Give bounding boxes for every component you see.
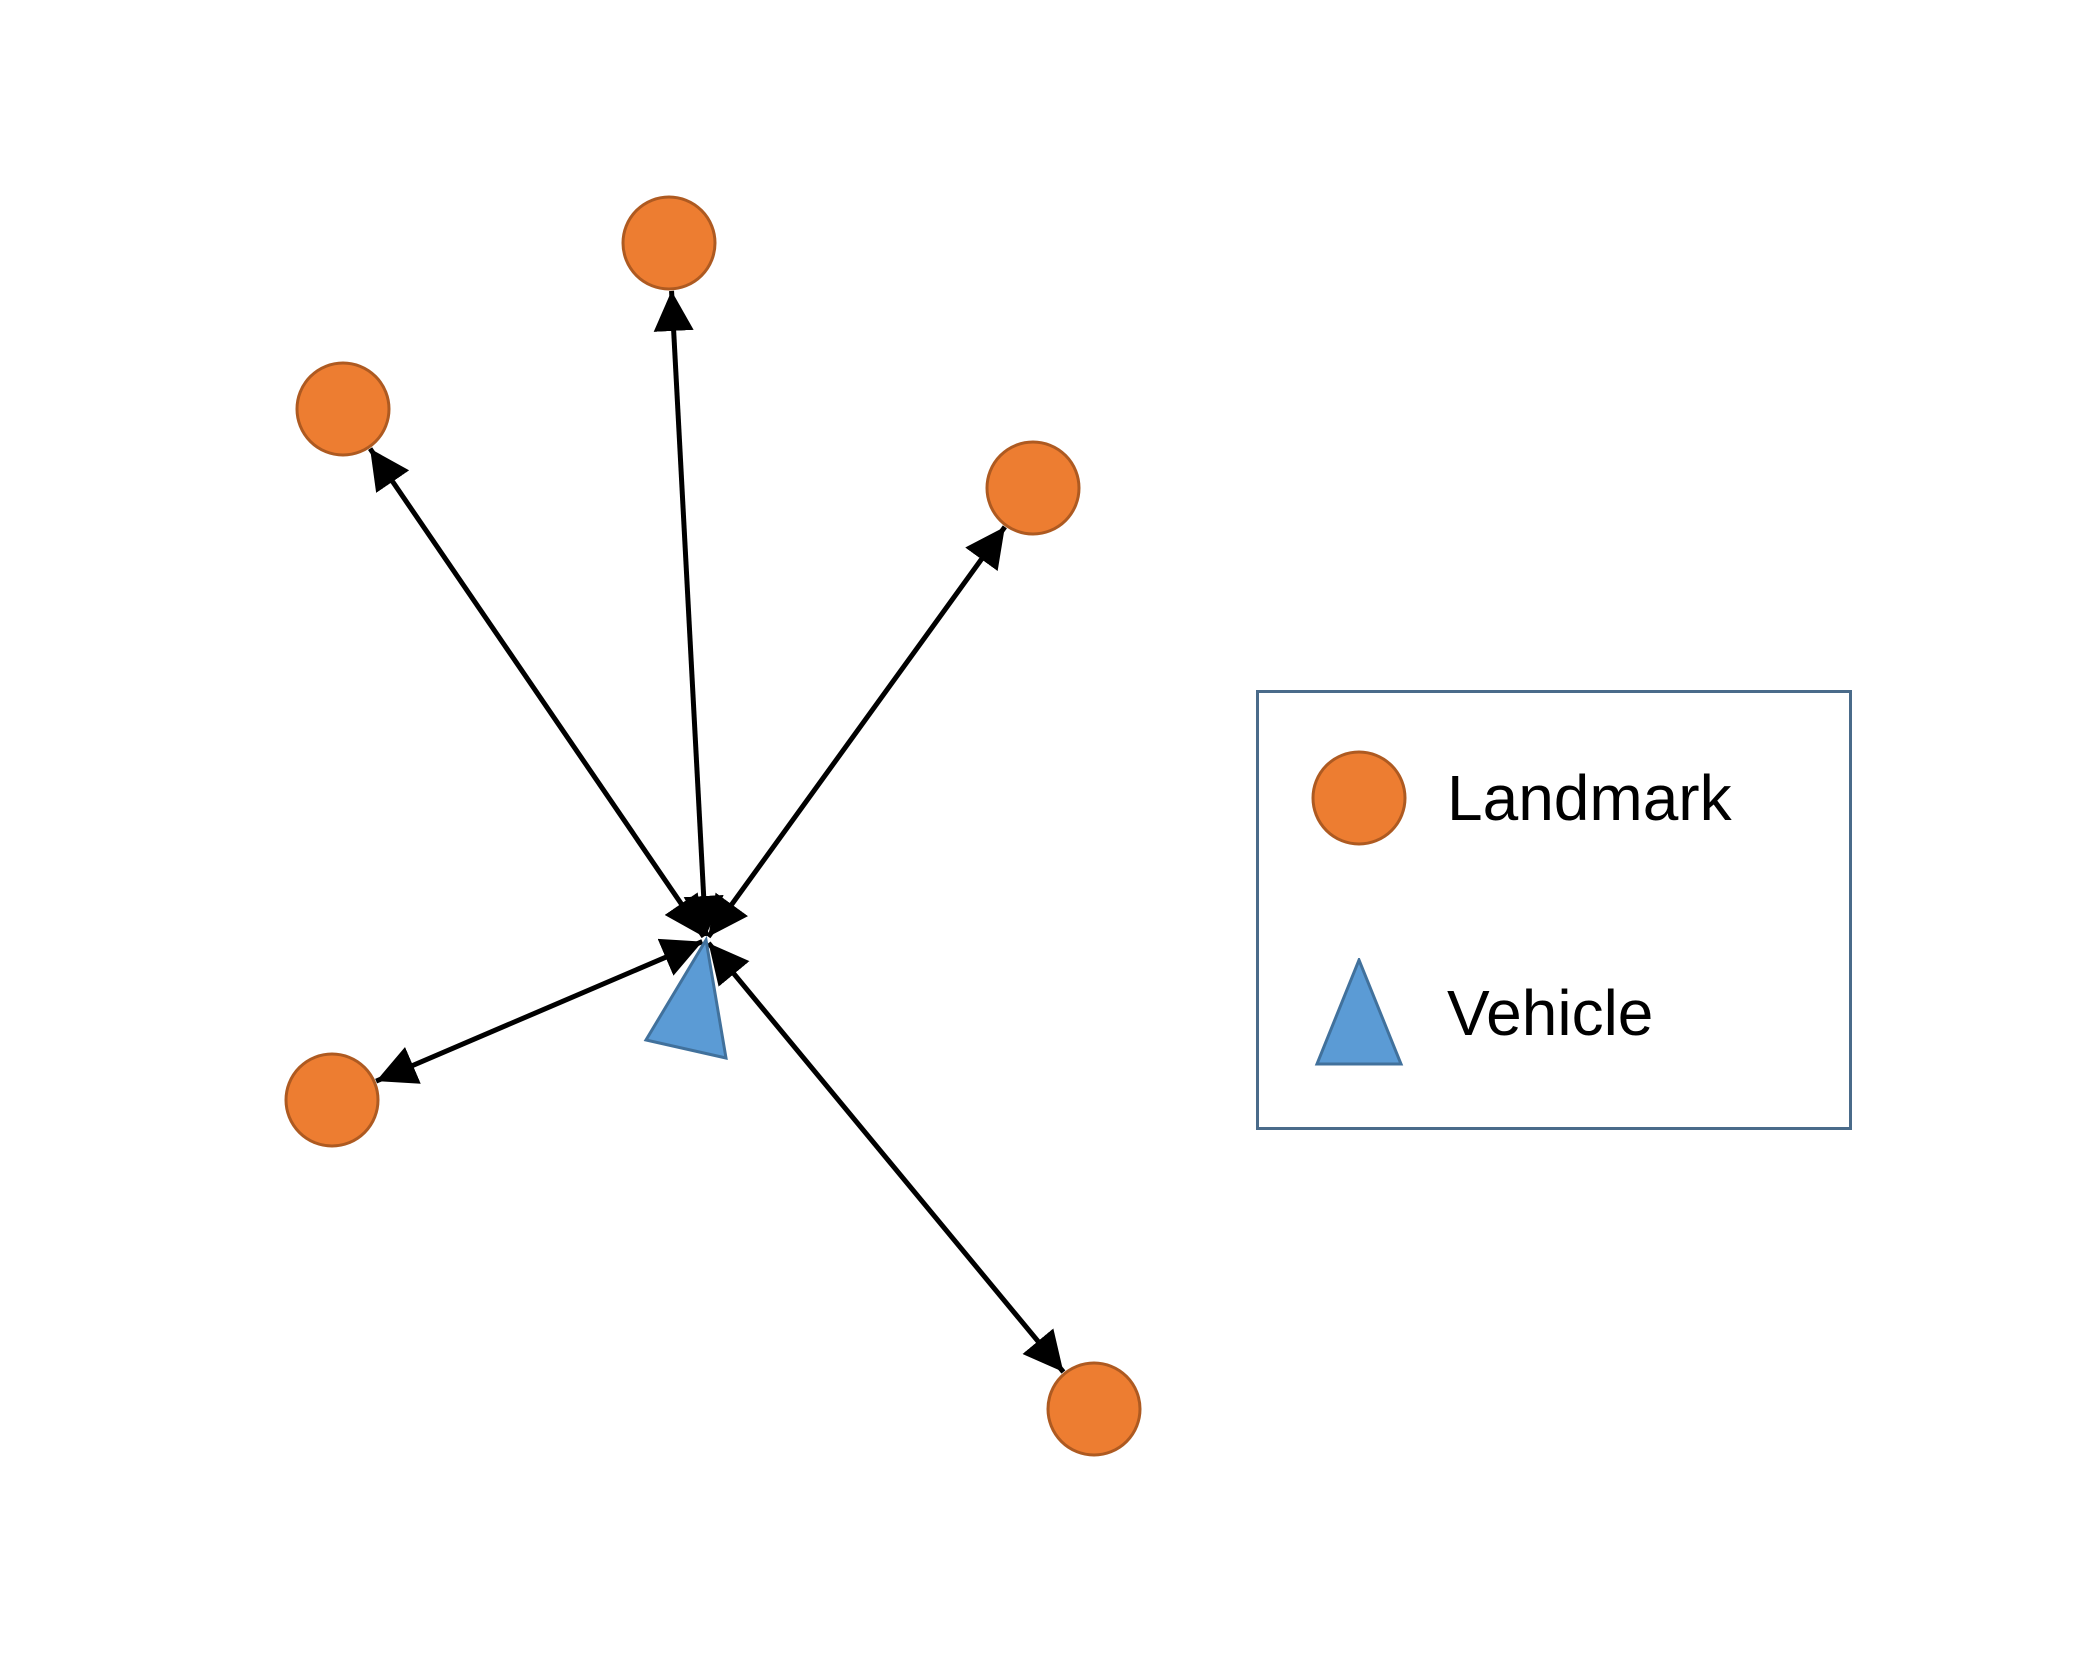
legend-box: Landmark Vehicle xyxy=(1256,690,1852,1130)
landmark-3-node xyxy=(985,440,1081,536)
landmarks-layer xyxy=(284,195,1142,1457)
edge-arrow-vehicle-landmark-2 xyxy=(368,447,706,939)
vehicle-layer xyxy=(643,935,728,1060)
legend-vehicle-label: Vehicle xyxy=(1447,977,1654,1049)
landmark-4-node xyxy=(284,1052,380,1148)
legend-vehicle-triangle-icon xyxy=(1314,958,1404,1066)
vehicle-triangle xyxy=(643,935,728,1060)
edge-arrow-vehicle-landmark-1 xyxy=(653,290,724,937)
legend-landmark-circle-icon xyxy=(1311,750,1407,846)
legend-landmark-label: Landmark xyxy=(1447,762,1732,834)
landmark-1-node xyxy=(621,195,717,291)
landmark-5-node xyxy=(1046,1361,1142,1457)
legend-item-vehicle: Vehicle xyxy=(1259,958,1849,1068)
landmark-2-node xyxy=(295,361,391,457)
legend-item-landmark: Landmark xyxy=(1259,743,1849,853)
edges-layer xyxy=(368,290,1066,1374)
edge-arrow-vehicle-landmark-4 xyxy=(375,938,704,1084)
edge-arrow-vehicle-landmark-5 xyxy=(706,941,1066,1374)
edge-arrow-vehicle-landmark-3 xyxy=(706,525,1007,939)
